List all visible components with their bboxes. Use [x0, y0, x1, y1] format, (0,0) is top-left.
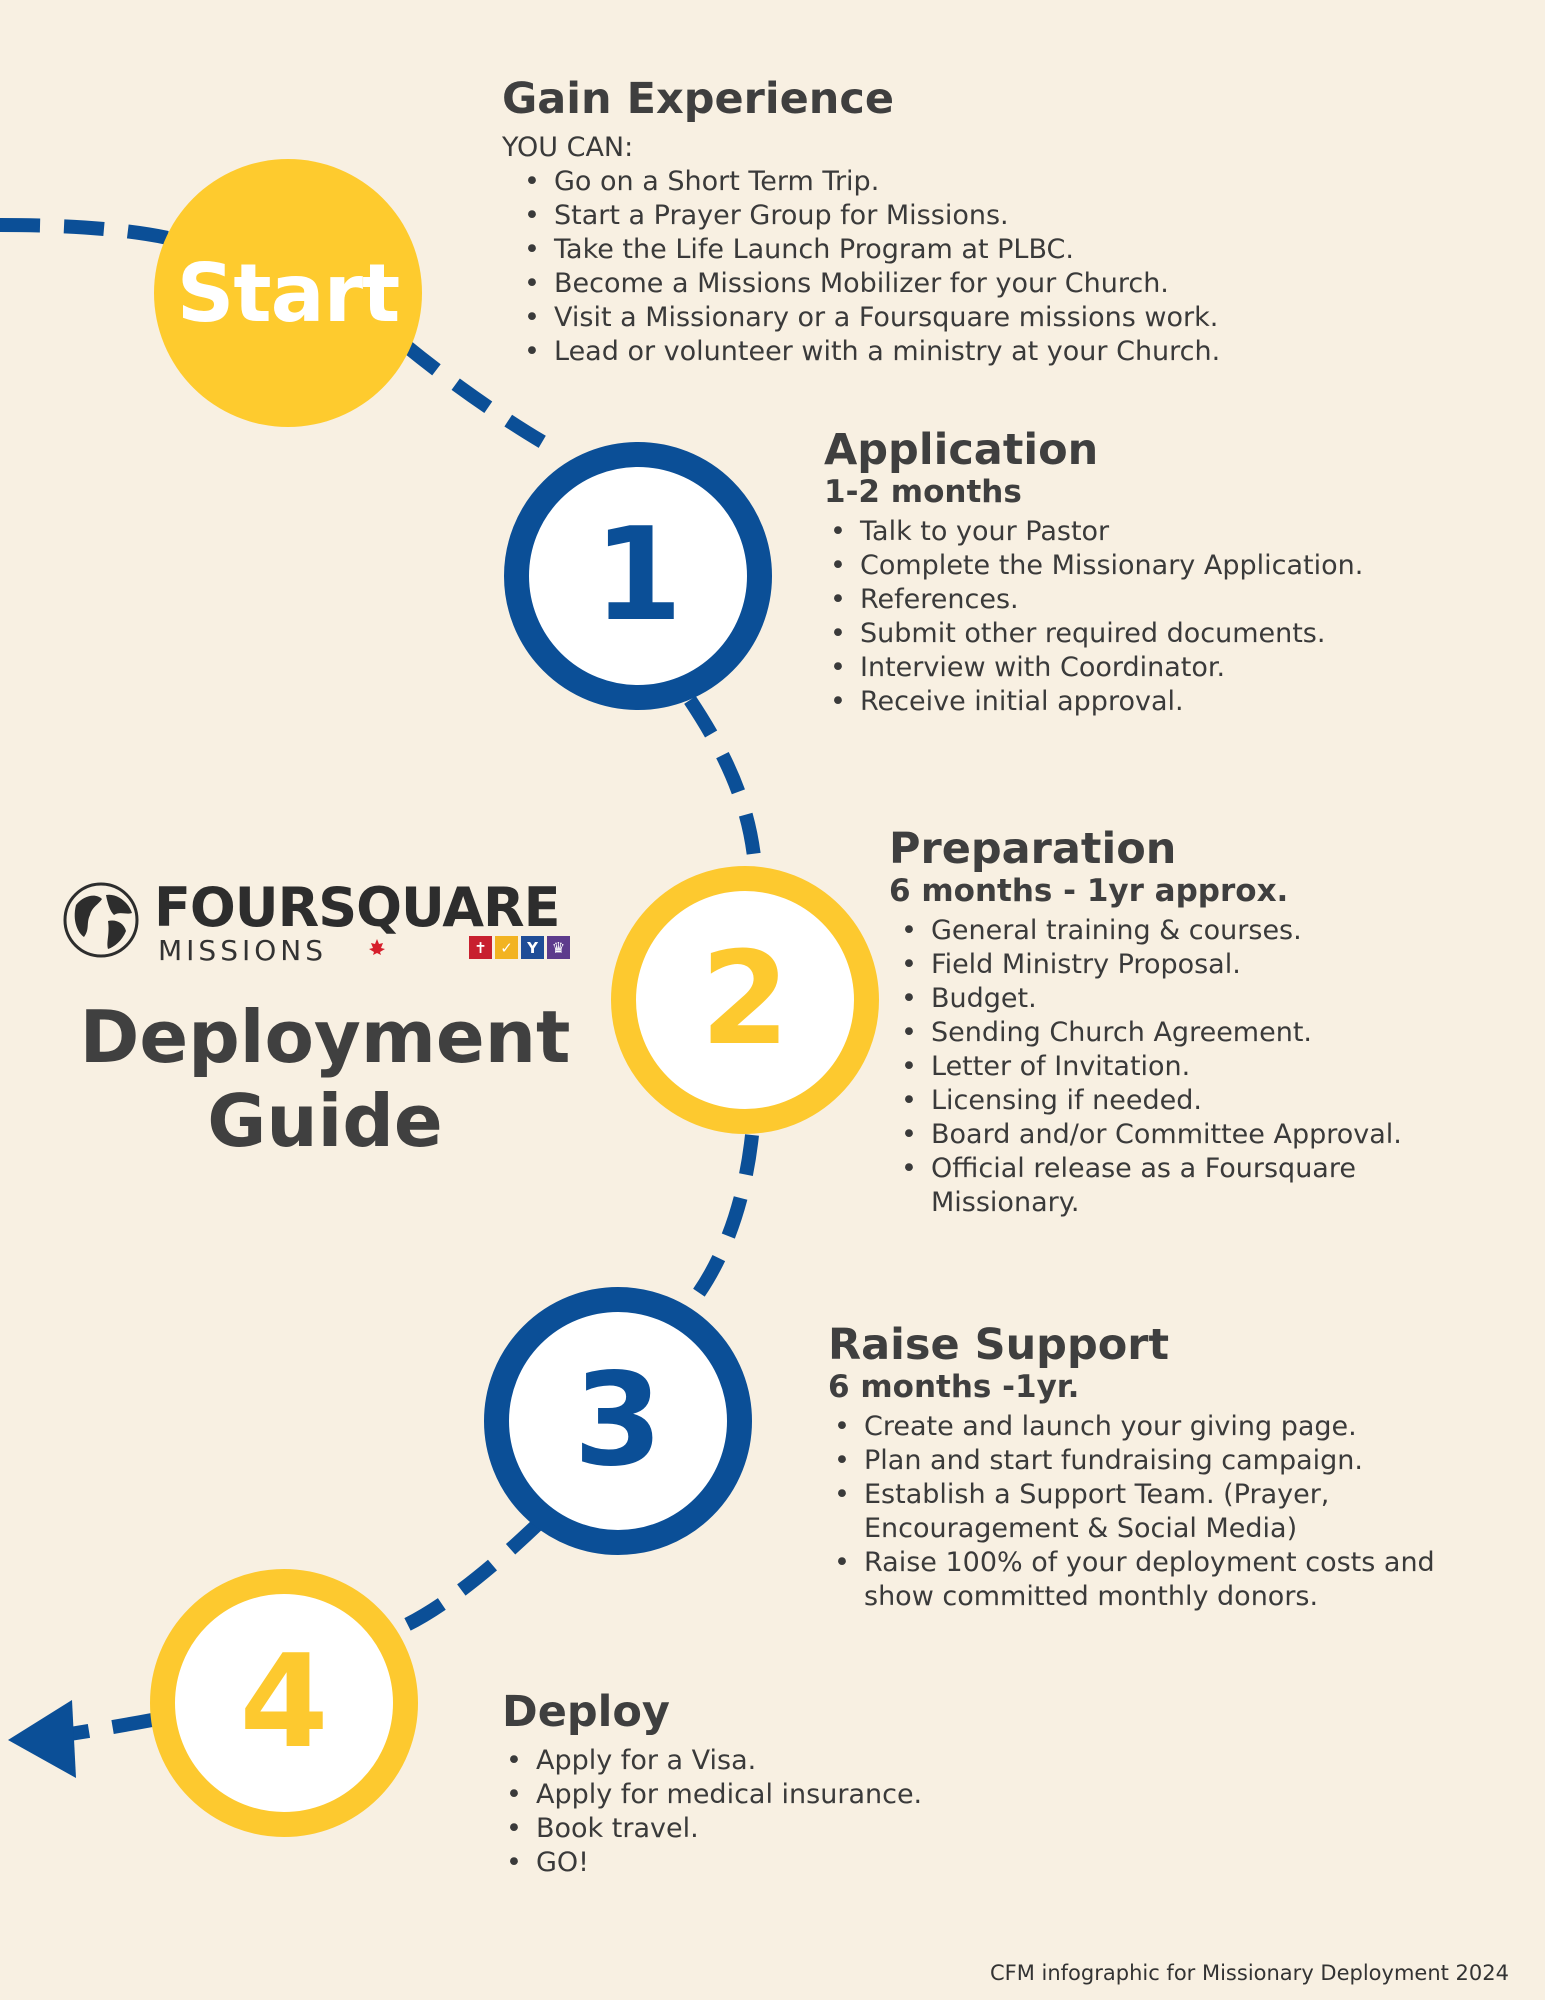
logo-symbol-squares: ✝ ✓ Y ♛	[469, 936, 570, 959]
list-item: Go on a Short Term Trip.	[524, 165, 1220, 199]
preparation-list: General training & courses. Field Minist…	[889, 914, 1491, 1220]
path-segment-start-to-1	[400, 339, 564, 459]
list-item: Establish a Support Team. (Prayer, Encou…	[834, 1478, 1384, 1546]
step-1-number: 1	[593, 501, 683, 650]
path-segment-2-to-3	[684, 1134, 759, 1310]
list-item: Interview with Coordinator.	[830, 651, 1363, 685]
list-item: Book travel.	[506, 1812, 922, 1846]
gain-experience-block: Gain Experience YOU CAN: Go on a Short T…	[502, 74, 1220, 369]
list-item: Submit other required documents.	[830, 617, 1363, 651]
preparation-title: Preparation	[889, 824, 1177, 874]
raise-support-block: Raise Support 6 months -1yr. Create and …	[828, 1320, 1504, 1614]
footer-credit: CFM infographic for Missionary Deploymen…	[989, 1961, 1509, 1985]
deploy-title: Deploy	[502, 1687, 670, 1737]
list-item: Lead or volunteer with a ministry at you…	[524, 335, 1220, 369]
list-item: Start a Prayer Group for Missions.	[524, 199, 1220, 233]
list-item: Apply for a Visa.	[506, 1744, 922, 1778]
cross-icon: ✝	[469, 936, 492, 959]
raise-duration: 6 months -1yr.	[828, 1369, 1080, 1406]
preparation-duration: 6 months - 1yr approx.	[889, 873, 1289, 910]
list-item: Letter of Invitation.	[901, 1050, 1491, 1084]
list-item: Board and/or Committee Approval.	[901, 1118, 1491, 1152]
list-item: Raise 100% of your deployment costs and …	[834, 1546, 1494, 1614]
gain-lead: YOU CAN:	[502, 132, 634, 164]
step-4-number: 4	[239, 1628, 329, 1777]
list-item: Licensing if needed.	[901, 1084, 1491, 1118]
list-item: Receive initial approval.	[830, 685, 1363, 719]
raise-list: Create and launch your giving page. Plan…	[828, 1410, 1504, 1614]
path-segment-exit	[68, 1713, 154, 1741]
list-item: Create and launch your giving page.	[834, 1410, 1504, 1444]
list-item: Apply for medical insurance.	[506, 1778, 922, 1812]
list-item: References.	[830, 583, 1363, 617]
title-line-2: Guide	[207, 1079, 443, 1163]
step-3-circle: 3	[484, 1287, 752, 1555]
application-title: Application	[824, 425, 1099, 475]
list-item: General training & courses.	[901, 914, 1491, 948]
application-duration: 1-2 months	[824, 474, 1022, 511]
list-item: Become a Missions Mobilizer for your Chu…	[524, 267, 1220, 301]
crown-icon: ♛	[547, 936, 570, 959]
cup-icon: Y	[521, 936, 544, 959]
list-item: Sending Church Agreement.	[901, 1016, 1491, 1050]
raise-title: Raise Support	[828, 1320, 1170, 1370]
step-4-circle: 4	[150, 1569, 418, 1837]
foursquare-missions-logo: FOURSQUARE MISSIONS ✝ ✓ Y ♛	[62, 876, 582, 967]
path-segment-entry	[0, 218, 170, 245]
list-item: Visit a Missionary or a Foursquare missi…	[524, 301, 1220, 335]
dove-icon: ✓	[495, 936, 518, 959]
gain-title: Gain Experience	[502, 74, 895, 124]
logo-wordmark: FOURSQUARE	[154, 876, 560, 939]
deployment-guide-title: Deployment Guide	[60, 995, 590, 1163]
start-label: Start	[176, 246, 401, 340]
logo-subtitle: MISSIONS	[158, 934, 327, 967]
list-item: Complete the Missionary Application.	[830, 549, 1363, 583]
list-item: Official release as a Foursquare Mission…	[901, 1152, 1411, 1220]
path-segment-1-to-2	[684, 696, 762, 867]
step-3-number: 3	[573, 1346, 663, 1495]
maple-leaf-icon	[369, 939, 385, 955]
list-item: Take the Life Launch Program at PLBC.	[524, 233, 1220, 267]
step-2-number: 2	[700, 925, 790, 1074]
gain-list: Go on a Short Term Trip. Start a Prayer …	[502, 165, 1220, 369]
list-item: Budget.	[901, 982, 1491, 1016]
list-item: Field Ministry Proposal.	[901, 948, 1491, 982]
deploy-list: Apply for a Visa. Apply for medical insu…	[502, 1744, 922, 1880]
start-circle: Start	[154, 159, 422, 427]
list-item: Talk to your Pastor	[830, 515, 1363, 549]
application-list: Talk to your Pastor Complete the Mission…	[824, 515, 1363, 719]
step-1-circle: 1	[504, 442, 772, 710]
preparation-block: Preparation 6 months - 1yr approx. Gener…	[889, 824, 1491, 1220]
step-2-circle: 2	[611, 866, 879, 1134]
list-item: GO!	[506, 1846, 922, 1880]
application-block: Application 1-2 months Talk to your Past…	[824, 425, 1363, 719]
title-line-1: Deployment	[79, 995, 571, 1079]
deploy-block: Deploy Apply for a Visa. Apply for medic…	[502, 1687, 922, 1880]
exit-arrow-icon	[8, 1700, 76, 1778]
globe-icon	[63, 882, 139, 958]
list-item: Plan and start fundraising campaign.	[834, 1444, 1504, 1478]
path-segment-3-to-4	[397, 1516, 545, 1635]
